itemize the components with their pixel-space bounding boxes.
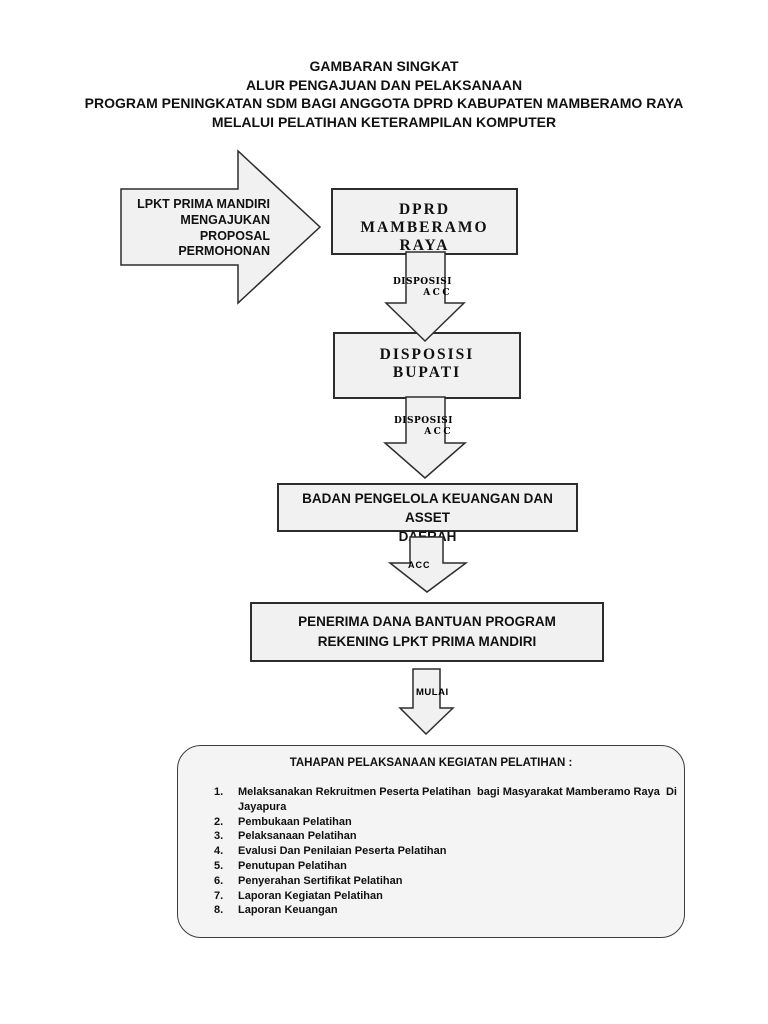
penerima-box-line-1: PENERIMA DANA BANTUAN PROGRAM (298, 614, 556, 629)
list-item-text: Melaksanakan Rekruitmen Peserta Pelatiha… (238, 786, 681, 813)
list-item-number: 1. (214, 786, 224, 798)
tahapan-heading: TAHAPAN PELAKSANAAN KEGIATAN PELATIHAN : (289, 757, 573, 769)
list-item-text: Penutupan Pelatihan (238, 859, 347, 872)
list-item: 3. Pelaksanaan Pelatihan (178, 829, 684, 844)
dprd-box: DPRD MAMBERAMO RAYA (331, 188, 518, 255)
disposisi-acc-label-2: DISPOSISI ACC (393, 416, 453, 437)
penerima-dana-box: PENERIMA DANA BANTUAN PROGRAM REKENING L… (250, 602, 604, 662)
list-item-number: 7. (214, 889, 224, 902)
list-item-number: 4. (214, 845, 224, 858)
list-item-number: 3. (214, 830, 224, 843)
proposal-line-3: PROPOSAL (199, 228, 270, 243)
list-item-text: Pelaksanaan Pelatihan (238, 830, 357, 843)
proposal-arrow-text: LPKT PRIMA MANDIRI MENGAJUKAN PROPOSAL P… (100, 197, 270, 260)
down-arrow-penerima-to-tahapan-icon (398, 668, 455, 736)
proposal-line-2: MENGAJUKAN (180, 212, 270, 227)
disposisi-acc-1-line-1: DISPOSISI (392, 277, 452, 287)
list-item: 2. Pembukaan Pelatihan (178, 815, 684, 830)
bpkad-box-line-1: BADAN PENGELOLA KEUANGAN DAN ASSET (302, 491, 553, 525)
list-item-text: Evalusi Dan Penilaian Peserta Pelatihan (238, 845, 447, 858)
list-item-number: 8. (214, 904, 224, 917)
list-item: 1. Melaksanakan Rekruitmen Peserta Pelat… (178, 785, 684, 815)
list-item: 6. Penyerahan Sertifikat Pelatihan (178, 874, 684, 889)
list-item-text: Penyerahan Sertifikat Pelatihan (238, 874, 403, 887)
list-item: 4. Evalusi Dan Penilaian Peserta Pelatih… (178, 844, 684, 859)
proposal-line-4: PERMOHONAN (178, 244, 270, 259)
list-item-number: 2. (214, 815, 224, 828)
bupati-box-line-2: BUPATI (392, 364, 462, 381)
disposisi-acc-2-line-1: DISPOSISI (393, 416, 453, 426)
bupati-box-line-1: DISPOSISI (379, 346, 475, 363)
title-line-4: MELALUI PELATIHAN KETERAMPILAN KOMPUTER (211, 113, 557, 130)
proposal-line-1: LPKT PRIMA MANDIRI (137, 197, 270, 211)
tahapan-list: 1. Melaksanakan Rekruitmen Peserta Pelat… (178, 785, 684, 918)
page-title: GAMBARAN SINGKAT ALUR PENGAJUAN DAN PELA… (0, 57, 768, 131)
list-item: 5. Penutupan Pelatihan (178, 859, 684, 874)
title-line-3: PROGRAM PENINGKATAN SDM BAGI ANGGOTA DPR… (84, 95, 684, 111)
list-item-text: Laporan Keuangan (238, 904, 338, 917)
bpkad-box-line-2: DAERAH (398, 529, 457, 544)
acc-label: ACC (408, 560, 431, 570)
list-item-number: 6. (214, 874, 224, 887)
mulai-label: MULAI (416, 687, 449, 698)
list-item: 8. Laporan Keuangan (178, 903, 684, 918)
dprd-box-line-1: DPRD (398, 201, 451, 218)
dprd-box-line-2: MAMBERAMO RAYA (360, 219, 489, 254)
tahapan-pelaksanaan-box: TAHAPAN PELAKSANAAN KEGIATAN PELATIHAN :… (177, 745, 685, 938)
disposisi-acc-label-1: DISPOSISI ACC (392, 277, 452, 298)
disposisi-acc-1-line-2: ACC (423, 287, 452, 298)
list-item-text: Laporan Kegiatan Pelatihan (238, 889, 383, 902)
down-arrow-bupati-to-bpkad-icon (383, 396, 467, 479)
bpkad-box: BADAN PENGELOLA KEUANGAN DAN ASSET DAERA… (277, 483, 578, 544)
list-item: 7. Laporan Kegiatan Pelatihan (178, 889, 684, 904)
title-line-1: GAMBARAN SINGKAT (309, 58, 459, 74)
penerima-box-line-2: REKENING LPKT PRIMA MANDIRI (317, 634, 537, 649)
list-item-number: 5. (214, 859, 224, 872)
list-item-text: Pembukaan Pelatihan (238, 815, 352, 828)
disposisi-bupati-box: DISPOSISI BUPATI (333, 332, 521, 399)
disposisi-acc-2-line-2: ACC (424, 426, 453, 437)
title-line-2: ALUR PENGAJUAN DAN PELAKSANAAN (245, 76, 523, 93)
